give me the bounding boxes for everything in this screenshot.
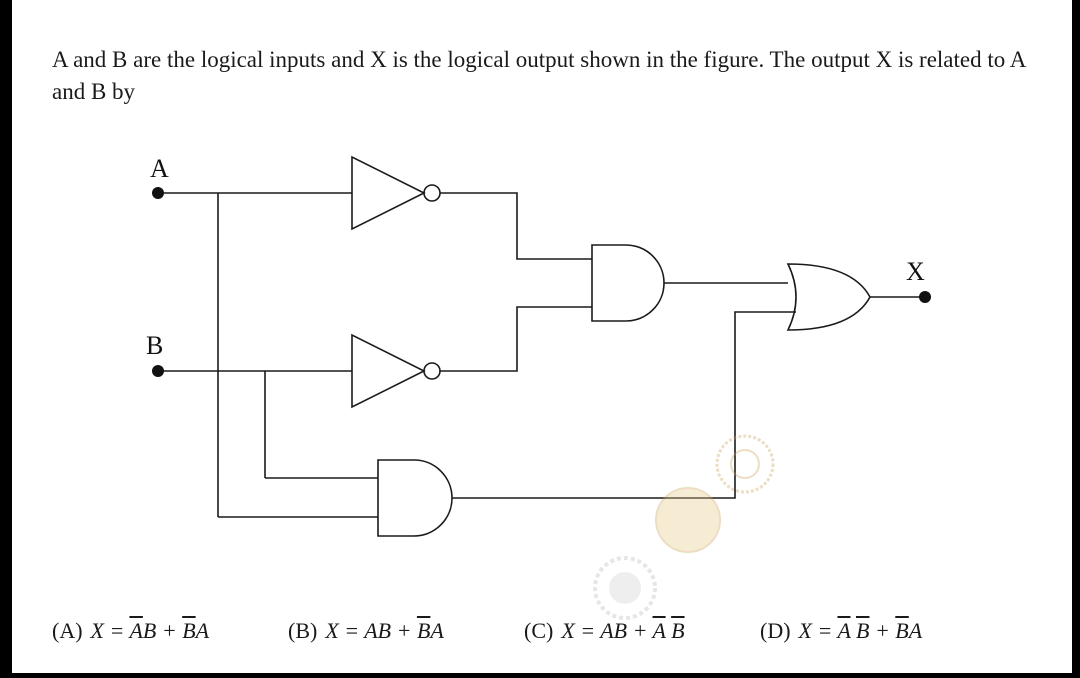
wire-not2-to-and1 (440, 306, 592, 372)
option-expression: X = AB + A B (561, 618, 684, 643)
option-expression: X = A B + BA (799, 618, 923, 643)
watermark-seal-1 (715, 434, 775, 494)
expression-term: A (908, 618, 923, 643)
option-a[interactable]: (A)X = AB + BA (52, 618, 209, 644)
watermark-seals (593, 434, 775, 620)
expression-term: X = (90, 618, 130, 643)
input-b-terminal (152, 365, 164, 377)
overlined-term: B (855, 618, 870, 643)
option-label: (D) (760, 618, 791, 643)
input-b-label: B (146, 331, 163, 360)
input-a-label: A (150, 154, 169, 183)
expression-term: X = (798, 618, 838, 643)
overlined-term: A (129, 618, 143, 643)
question-text: A and B are the logical inputs and X is … (52, 47, 1026, 104)
not-gate-2 (351, 333, 426, 409)
bottom-border (0, 673, 1080, 678)
right-border (1072, 0, 1080, 678)
or-gate (786, 263, 871, 331)
expression-term: A (195, 618, 210, 643)
and-gate-1 (591, 244, 665, 322)
expression-term: X = AB + (325, 618, 417, 643)
expression-term: X = AB + (561, 618, 653, 643)
option-label: (A) (52, 618, 83, 643)
wire-and2-to-or (452, 311, 796, 499)
option-b[interactable]: (B) X = AB + BA (288, 618, 444, 644)
watermark-seal-1-inner (730, 449, 760, 479)
watermark-seal-3 (593, 556, 657, 620)
not-gate-2-bubble (423, 362, 441, 380)
overlined-term: B (895, 618, 909, 643)
overlined-term: B (671, 618, 685, 643)
wire-not1-to-and1 (440, 192, 592, 260)
not-gate-1 (351, 155, 426, 231)
option-label: (B) (288, 618, 318, 643)
overlined-term: B (182, 618, 196, 643)
overlined-term: A (837, 618, 851, 643)
expression-term: + (869, 618, 896, 643)
watermark-seal-3-inner (609, 572, 641, 604)
input-a-terminal (152, 187, 164, 199)
output-x-terminal (919, 291, 931, 303)
and-gate-2 (377, 459, 453, 537)
expression-term: B + (142, 618, 183, 643)
option-expression: X = AB + BA (91, 618, 210, 643)
not-gate-1-bubble (423, 184, 441, 202)
watermark-seal-2 (655, 487, 721, 553)
output-x-label: X (906, 257, 925, 286)
option-d[interactable]: (D)X = A B + BA (760, 618, 922, 644)
option-expression: X = AB + BA (325, 618, 444, 643)
left-border (0, 0, 12, 678)
overlined-term: B (416, 618, 431, 643)
expression-term: A (430, 618, 444, 643)
option-c[interactable]: (C) X = AB + A B (524, 618, 685, 644)
overlined-term: A (652, 618, 666, 643)
option-label: (C) (524, 618, 554, 643)
